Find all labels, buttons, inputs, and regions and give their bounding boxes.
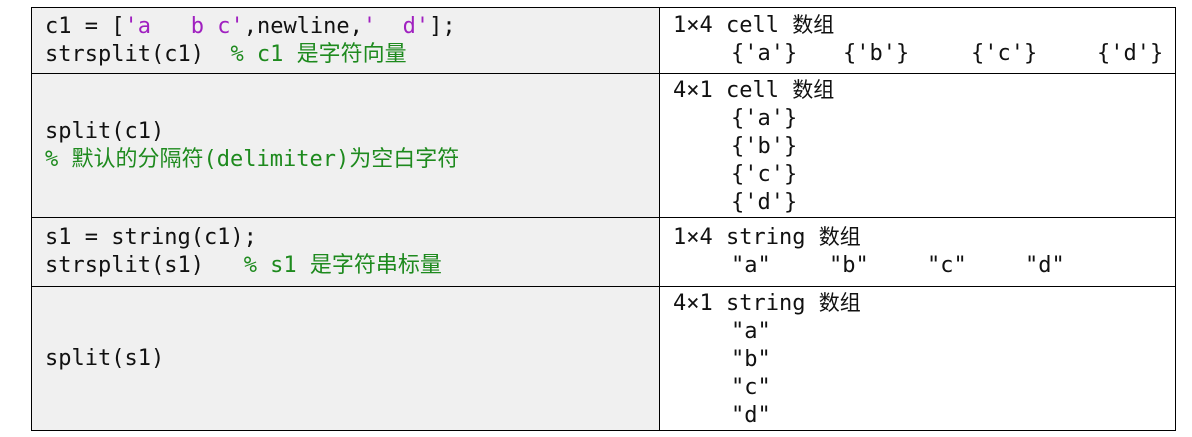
output-item: "b" — [829, 253, 869, 278]
code-text: ,newline, — [243, 13, 363, 39]
code-text: s1 = string(c1); — [45, 225, 257, 250]
output-item: {'c'} — [731, 162, 798, 187]
output-items-row: "a" "b" "c" "d" — [673, 252, 1175, 280]
output-header: 4×1 string 数组 — [673, 289, 1175, 318]
code-text: strsplit(c1) — [45, 41, 231, 67]
output-cell: 1×4 cell 数组 {'a'} {'b'} {'c'} {'d'} — [659, 7, 1176, 74]
output-cell: 4×1 cell 数组 {'a'} {'b'} {'c'} {'d'} — [659, 73, 1176, 218]
code-line: strsplit(c1) % c1 是字符向量 — [45, 41, 659, 69]
output-dim: 4×1 cell — [673, 78, 793, 103]
output-item: "c" — [731, 375, 771, 400]
code-cell: s1 = string(c1); strsplit(s1) % s1 是字符串标… — [31, 217, 660, 287]
code-cell: split(s1) — [31, 286, 660, 431]
output-dim: 1×4 string — [673, 225, 819, 250]
output-item: {'a'} — [731, 41, 798, 66]
output-item: "c" — [927, 253, 967, 278]
code-line: c1 = ['a b c',newline,' d']; — [45, 13, 659, 41]
code-text: strsplit(s1) — [45, 253, 244, 278]
code-line: split(s1) — [45, 345, 659, 373]
output-item: {'b'} — [731, 134, 798, 159]
code-comment: (delimiter) — [203, 146, 350, 172]
output-type: 数组 — [792, 78, 835, 102]
table-row: split(c1) % 默认的分隔符(delimiter)为空白字符 4×1 c… — [31, 73, 1176, 218]
output-item: "a" — [731, 319, 771, 344]
output-item: {'b'} — [843, 41, 910, 66]
code-line: strsplit(s1) % s1 是字符串标量 — [45, 252, 659, 280]
output-header: 1×4 string 数组 — [673, 223, 1175, 252]
output-cell: 1×4 string 数组 "a" "b" "c" "d" — [659, 217, 1176, 287]
code-cell: split(c1) % 默认的分隔符(delimiter)为空白字符 — [31, 73, 660, 218]
output-item: "a" — [731, 253, 771, 278]
code-comment: % s1 — [243, 253, 310, 278]
output-dim: 4×1 string — [673, 291, 819, 316]
output-type: 数组 — [818, 291, 861, 315]
output-header: 1×4 cell 数组 — [673, 11, 1175, 40]
code-line: s1 = string(c1); — [45, 224, 659, 252]
code-text: ]; — [429, 13, 456, 39]
code-text: split(c1) — [45, 118, 165, 144]
code-line: split(c1) — [45, 118, 659, 146]
table-row: s1 = string(c1); strsplit(s1) % s1 是字符串标… — [31, 217, 1176, 287]
string-literal: ' d' — [362, 13, 430, 39]
output-type: 数组 — [818, 225, 861, 249]
code-comment: % — [45, 146, 72, 172]
table-row: split(s1) 4×1 string 数组 "a" "b" "c" "d" — [31, 286, 1176, 431]
code-cell: c1 = ['a b c',newline,' d']; strsplit(c1… — [31, 7, 660, 74]
code-comment: 是字符串标量 — [309, 253, 442, 278]
code-comment: 是字符向量 — [296, 41, 407, 67]
code-comment: 为空白字符 — [349, 146, 460, 172]
output-item: "d" — [1025, 253, 1065, 278]
code-example-table: c1 = ['a b c',newline,' d']; strsplit(c1… — [31, 7, 1176, 431]
output-cell: 4×1 string 数组 "a" "b" "c" "d" — [659, 286, 1176, 431]
code-comment: % c1 — [230, 41, 297, 67]
output-items-row: {'a'} {'b'} {'c'} {'d'} — [673, 40, 1175, 68]
code-text: c1 = [ — [45, 13, 125, 39]
output-item: "d" — [731, 403, 771, 428]
output-header: 4×1 cell 数组 — [673, 76, 1175, 105]
output-item: {'d'} — [1097, 41, 1164, 66]
output-type: 数组 — [792, 13, 835, 37]
code-comment: 默认的分隔符 — [71, 146, 204, 172]
table-row: c1 = ['a b c',newline,' d']; strsplit(c1… — [31, 7, 1176, 74]
output-item: {'d'} — [731, 190, 798, 215]
string-literal: 'a b c' — [124, 13, 244, 39]
output-item: {'c'} — [971, 41, 1038, 66]
code-line: % 默认的分隔符(delimiter)为空白字符 — [45, 146, 659, 174]
output-item: "b" — [731, 347, 771, 372]
output-dim: 1×4 cell — [673, 13, 793, 38]
output-item: {'a'} — [731, 106, 798, 131]
code-text: split(s1) — [45, 345, 165, 371]
